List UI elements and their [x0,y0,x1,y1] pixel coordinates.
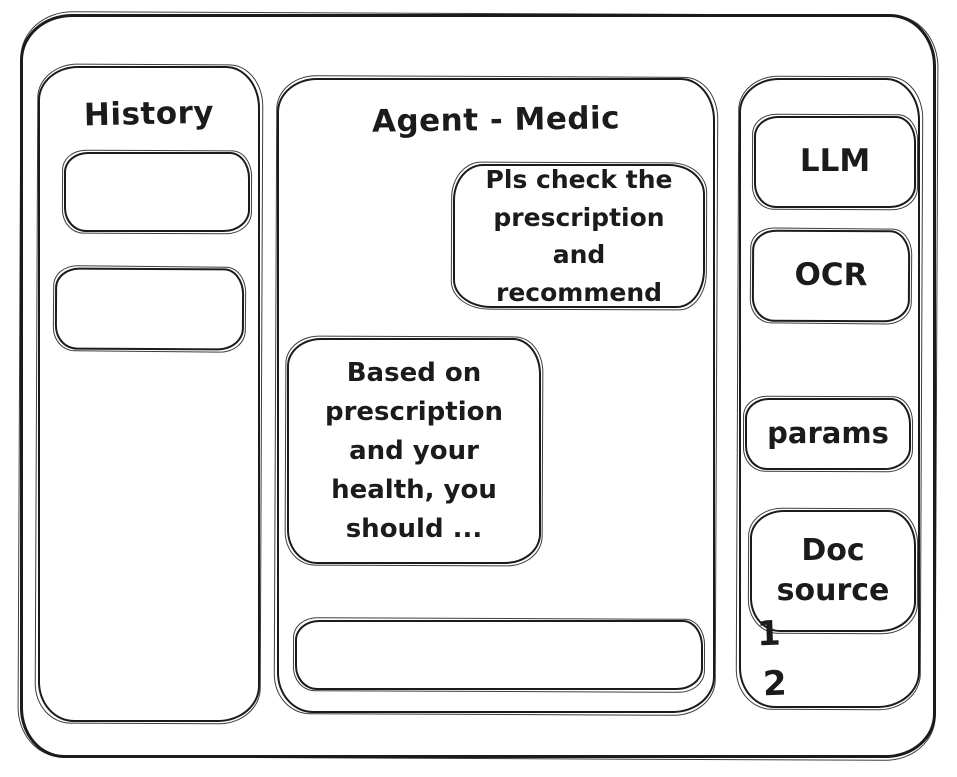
chat-title: Agent - Medic [371,100,621,140]
params-button-label: params [767,416,889,451]
user-message-text: Pls check the prescription and recommend [485,165,673,307]
assistant-message-bubble: Based on prescription and your health, y… [287,338,541,564]
tools-panel: LLM OCR params Doc source 1 2 [739,78,920,708]
chat-panel: Agent - Medic Pls check the prescription… [277,78,715,713]
annotation-2: 2 [762,663,788,705]
params-button[interactable]: params [745,398,911,470]
llm-button[interactable]: LLM [754,116,916,208]
llm-button-label: LLM [799,143,871,180]
history-sidebar: History [38,66,260,722]
ocr-button[interactable]: OCR [751,229,911,323]
doc-source-button[interactable]: Doc source [750,510,916,632]
annotation-1: 1 [756,613,782,655]
user-message-bubble: Pls check the prescription and recommend [453,164,705,308]
doc-source-button-label: Doc source [776,532,890,609]
assistant-message-text: Based on prescription and your health, y… [324,357,503,544]
history-item[interactable] [64,152,250,232]
history-title: History [83,94,215,134]
ocr-button-label: OCR [794,256,868,294]
history-item[interactable] [54,267,245,351]
message-input[interactable] [295,620,703,690]
